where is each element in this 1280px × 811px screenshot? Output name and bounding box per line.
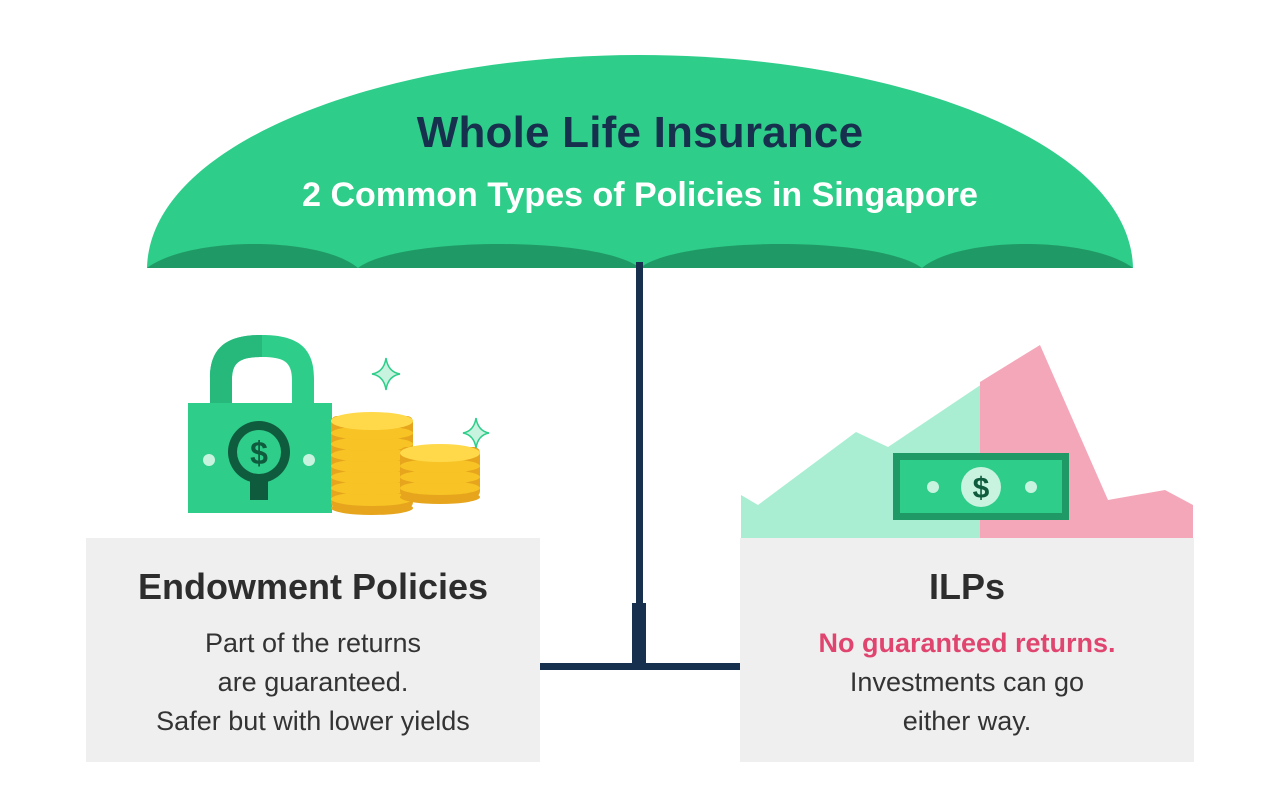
svg-text:$: $ (973, 472, 990, 505)
ilps-card-title: ILPs (928, 566, 1006, 607)
page-subtitle: 2 Common Types of Policies in Singapore (302, 176, 978, 214)
endowment-card-description: Part of the returns are guaranteed. Safe… (86, 624, 540, 741)
ilps-line-2: either way. (902, 706, 1032, 736)
ilps-warning: No guaranteed returns. (818, 628, 1116, 658)
svg-text:$: $ (250, 435, 268, 471)
banknote-dollar-icon: $ (893, 453, 1069, 520)
coin-stacks-icon (331, 412, 480, 515)
ilps-line-1: Investments can go (849, 667, 1085, 697)
endowment-card-title: Endowment Policies (137, 566, 489, 607)
umbrella-icon (147, 55, 1133, 670)
endowment-policies-card: Endowment Policies Part of the returns a… (86, 538, 540, 762)
ilps-card-description: No guaranteed returns. Investments can g… (740, 624, 1194, 741)
endowment-line-3: Safer but with lower yields (156, 706, 470, 736)
padlock-dollar-icon: $ (188, 335, 332, 513)
endowment-line-2: are guaranteed. (217, 667, 409, 697)
sparkle-icon (371, 357, 490, 449)
page-title: Whole Life Insurance (416, 108, 864, 157)
endowment-line-1: Part of the returns (204, 628, 422, 658)
ilps-card: ILPs No guaranteed returns. Investments … (740, 538, 1194, 762)
